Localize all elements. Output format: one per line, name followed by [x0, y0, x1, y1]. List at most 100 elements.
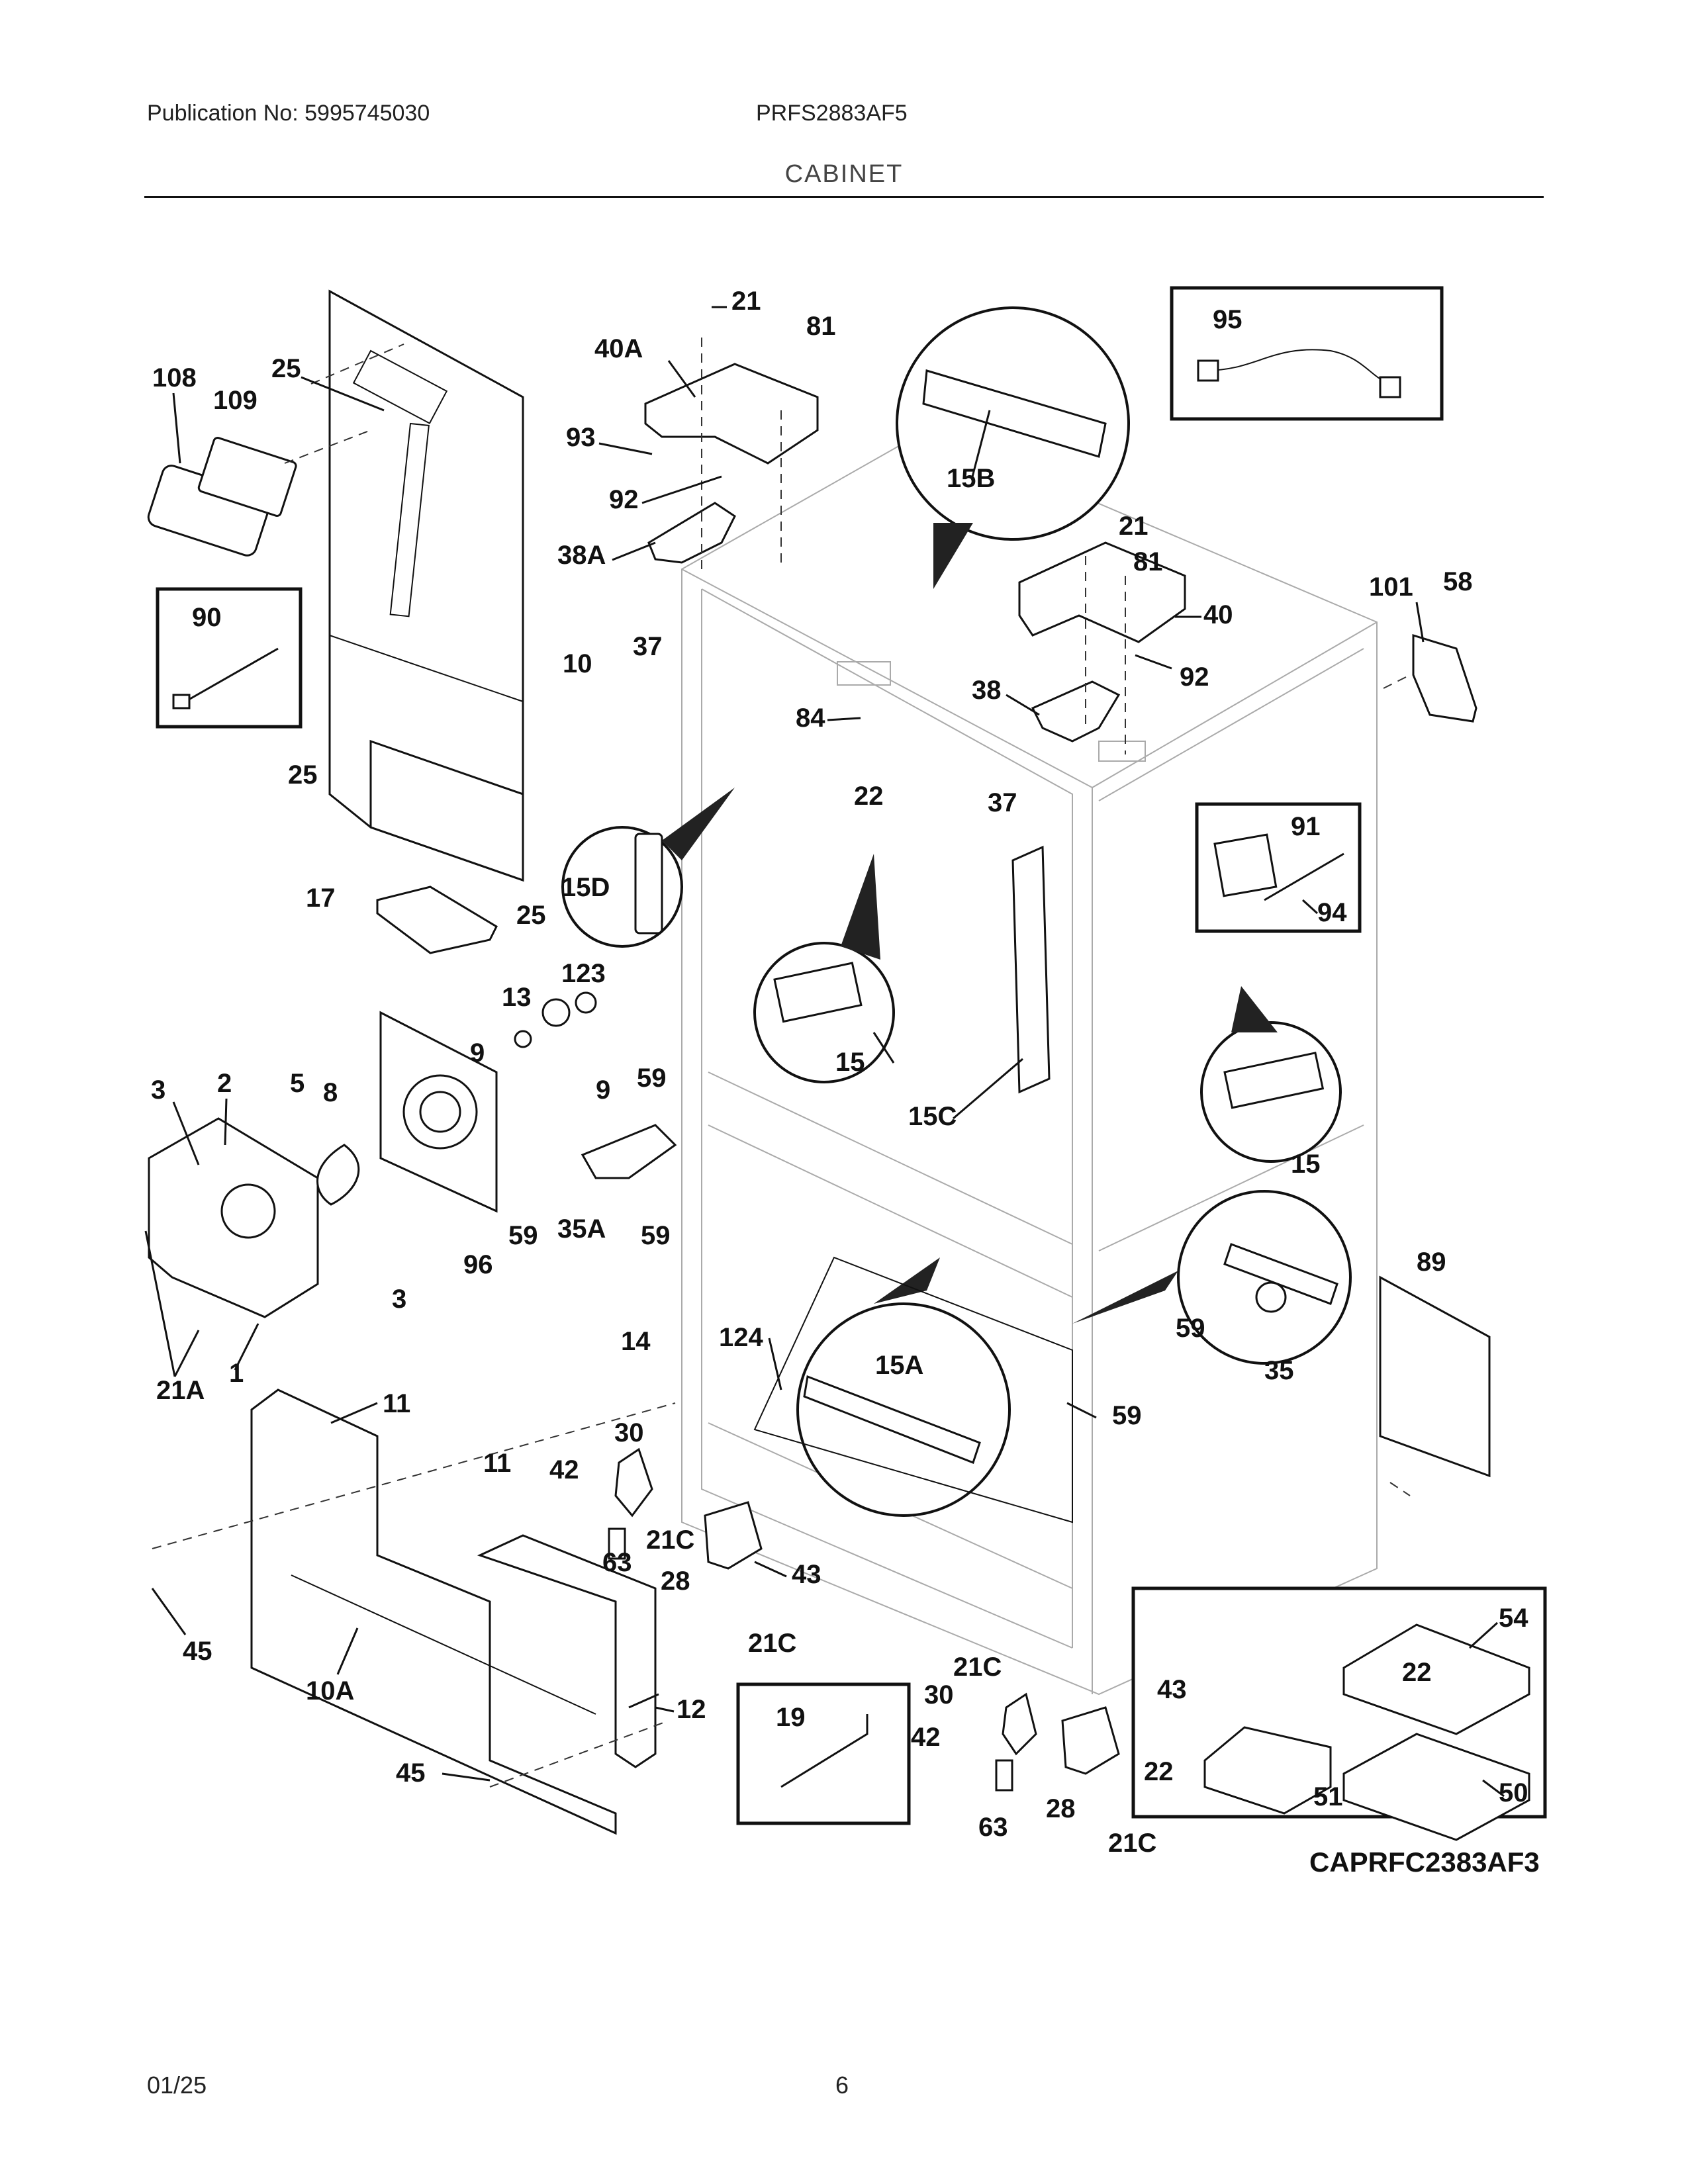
callout-124: 124 [719, 1323, 763, 1352]
detail-circle-15D [561, 788, 735, 948]
callout-40A: 40A [594, 334, 643, 363]
callout-92: 92 [609, 485, 639, 514]
lower-hinge-right [995, 1692, 1120, 1792]
callout-30: 30 [614, 1418, 644, 1447]
rear-access-panel-89 [1379, 1275, 1491, 1478]
callout-109: 109 [213, 386, 258, 415]
tray-17 [376, 886, 498, 954]
callout-35A: 35A [557, 1214, 606, 1244]
callout-9: 9 [470, 1038, 485, 1068]
lower-hinge-left [608, 1447, 763, 1570]
callout-123: 123 [561, 959, 606, 988]
inset-box-91-94 [1195, 802, 1362, 933]
callout-42: 42 [549, 1455, 579, 1484]
callout-21C: 21C [953, 1653, 1002, 1682]
callout-42: 42 [911, 1723, 941, 1752]
callout-9: 9 [596, 1075, 610, 1105]
inset-box-95 [1170, 286, 1444, 421]
callout-81: 81 [806, 312, 836, 341]
callout-81: 81 [1133, 547, 1163, 576]
inset-box-90 [156, 587, 303, 729]
callout-94: 94 [1317, 898, 1347, 927]
leader-lines [144, 306, 1505, 1797]
callout-2: 2 [217, 1069, 232, 1098]
callout-17: 17 [306, 884, 336, 913]
damper-bracket-35A [581, 1124, 677, 1179]
callout-19: 19 [776, 1703, 806, 1732]
callout-22: 22 [1144, 1757, 1174, 1786]
callout-89: 89 [1417, 1248, 1446, 1277]
callout-25: 25 [288, 760, 318, 790]
callout-22: 22 [1402, 1658, 1432, 1687]
callout-21C: 21C [748, 1629, 796, 1658]
callout-21: 21 [731, 287, 761, 316]
callout-54: 54 [1499, 1604, 1528, 1633]
callout-1: 1 [229, 1359, 244, 1388]
callout-13: 13 [502, 983, 532, 1012]
callout-15A: 15A [875, 1351, 923, 1380]
callout-90: 90 [192, 603, 222, 632]
callout-10: 10 [563, 649, 592, 678]
callout-21C: 21C [646, 1525, 694, 1555]
callout-38A: 38A [557, 541, 606, 570]
publication-number: Publication No: 5995745030 [147, 101, 430, 126]
inset-box-54-51-50 [1131, 1586, 1547, 1841]
callout-59: 59 [637, 1064, 667, 1093]
callout-45: 45 [183, 1637, 212, 1666]
callout-8: 8 [323, 1078, 338, 1107]
callout-3: 3 [392, 1285, 406, 1314]
callout-50: 50 [1499, 1778, 1528, 1807]
callout-59: 59 [1176, 1314, 1205, 1343]
lower-panel-10A [250, 1388, 617, 1835]
callout-labels: 108 25 109 90 25 17 25 10 21 81 40A 93 9… [151, 287, 1528, 1858]
callout-92: 92 [1180, 662, 1209, 692]
panel-frame-11 [477, 1534, 657, 1768]
callout-30: 30 [924, 1680, 954, 1709]
callout-35: 35 [1264, 1356, 1294, 1385]
callout-95: 95 [1213, 305, 1243, 334]
callout-11: 11 [383, 1389, 410, 1418]
callout-15C: 15C [908, 1102, 957, 1131]
section-title: CABINET [784, 160, 904, 188]
freezer-rail-124 [753, 1256, 1073, 1524]
callout-43: 43 [1157, 1675, 1187, 1704]
light-strip-15C [1011, 845, 1051, 1094]
callout-51: 51 [1313, 1782, 1343, 1811]
footer-date: 01/25 [147, 2071, 207, 2099]
callout-15: 15 [835, 1048, 865, 1077]
detail-circle-15A [796, 1257, 1011, 1517]
callout-25: 25 [516, 901, 546, 930]
callout-37: 37 [988, 788, 1017, 817]
callout-22: 22 [854, 782, 884, 811]
callout-63: 63 [978, 1813, 1008, 1842]
callout-5: 5 [290, 1069, 305, 1098]
page-number: 6 [835, 2071, 849, 2099]
control-housing [147, 437, 297, 557]
cabinet-body [681, 429, 1378, 1696]
callout-59: 59 [1112, 1401, 1142, 1430]
callout-108: 108 [152, 363, 197, 392]
callout-58: 58 [1443, 567, 1473, 596]
callout-63: 63 [602, 1548, 632, 1577]
callout-96: 96 [463, 1250, 493, 1279]
inset-box-19 [736, 1682, 911, 1825]
detail-circle-35 [1072, 1190, 1352, 1365]
callout-15D: 15D [561, 873, 610, 902]
callout-43: 43 [792, 1560, 821, 1589]
callout-12: 12 [677, 1695, 706, 1724]
callout-101: 101 [1369, 572, 1413, 602]
callout-15B: 15B [947, 464, 995, 493]
callout-59: 59 [641, 1221, 671, 1250]
gasket-12 [628, 1693, 659, 1709]
dispenser-housing-101 [1412, 633, 1477, 723]
diagram-code: CAPRFC2383AF3 [1309, 1846, 1540, 1878]
detail-circle-15-center [753, 854, 895, 1083]
callout-38: 38 [972, 676, 1002, 705]
callout-10A: 10A [306, 1676, 354, 1706]
header-rule [144, 196, 1544, 198]
rear-panel-10 [328, 289, 524, 882]
callout-21C: 21C [1108, 1829, 1156, 1858]
hinge-38 [1031, 680, 1121, 743]
detail-circle-15-right [1200, 986, 1342, 1163]
